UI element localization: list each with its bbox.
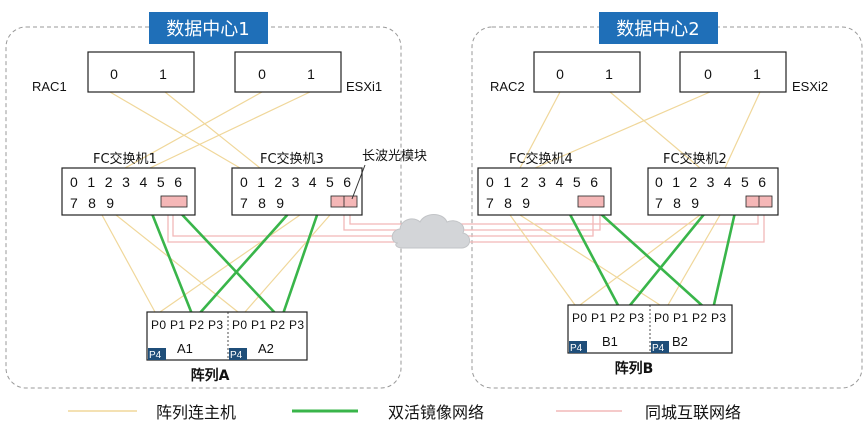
- switch-label: FC交换机2: [663, 151, 727, 167]
- switch-port-row: 7 8 9: [486, 195, 530, 211]
- controller-name: B2: [672, 334, 688, 349]
- datacenter-1-title-box: [149, 12, 268, 44]
- fc-switch-1: FC交换机1 0 1 2 3 4 5 6 7 8 9: [61, 151, 196, 216]
- array-a: P0 P1 P2 P3 P0 P1 P2 P3 A1 A2 P4 P4 阵列A: [146, 311, 308, 384]
- controller-name: A2: [258, 341, 274, 356]
- switch-label: FC交换机1: [93, 151, 157, 167]
- host-port-label: 1: [753, 66, 761, 82]
- long-wave-module-label: 长波光模块: [362, 149, 427, 164]
- long-wave-module: [577, 195, 605, 208]
- switch-port-row: 7 8 9: [70, 195, 114, 211]
- p4-port-badge: [569, 341, 587, 353]
- switch-label: FC交换机4: [509, 151, 573, 167]
- p4-port-label: P4: [652, 343, 665, 354]
- controller-name: A1: [177, 341, 193, 356]
- host-port-label: 1: [159, 66, 167, 82]
- host-label: ESXi1: [346, 79, 382, 94]
- host-port-label: 1: [307, 66, 315, 82]
- legend-label: 同城互联网络: [645, 403, 741, 422]
- p4-port-label: P4: [230, 350, 243, 361]
- host-port-label: 0: [110, 66, 118, 82]
- host-rac1: 0 1 RAC1: [32, 51, 195, 94]
- host-label: RAC2: [490, 79, 525, 94]
- controller-name: B1: [602, 334, 618, 349]
- p4-port-label: P4: [149, 350, 162, 361]
- controller-ports: P0 P1 P2 P3: [654, 311, 726, 325]
- switch-label: FC交换机3: [260, 151, 324, 167]
- datacenter-2-title-box: [599, 12, 718, 44]
- p4-port-badge: [148, 348, 166, 360]
- datacenter-1-title: 数据中心1: [166, 19, 249, 40]
- datacenter-2-title: 数据中心2: [616, 19, 699, 40]
- cloud-icon: [391, 214, 471, 249]
- legend-label: 阵列连主机: [156, 403, 236, 422]
- p4-port-badge: [229, 348, 247, 360]
- callout-leader: [351, 164, 366, 200]
- controller-ports: P0 P1 P2 P3: [572, 311, 644, 325]
- p4-port-label: P4: [570, 343, 583, 354]
- switch-port-row: 7 8 9: [240, 195, 284, 211]
- long-wave-module: [160, 195, 188, 208]
- legend: 阵列连主机 双活镜像网络 同城互联网络: [68, 403, 741, 422]
- p4-port-badge: [651, 341, 669, 353]
- legend-label: 双活镜像网络: [388, 403, 484, 422]
- host-port-label: 1: [605, 66, 613, 82]
- host-label: ESXi2: [792, 79, 828, 94]
- host-esxi1: 0 1 ESXi1: [234, 51, 382, 94]
- host-port-label: 0: [556, 66, 564, 82]
- fc-switch-4: FC交换机4 0 1 2 3 4 5 6 7 8 9: [477, 151, 612, 216]
- host-port-label: 0: [704, 66, 712, 82]
- fc-switch-3: FC交换机3 0 1 2 3 4 5 6 7 8 9: [231, 151, 363, 216]
- switch-port-row: 7 8 9: [655, 195, 699, 211]
- controller-ports: P0 P1 P2 P3: [151, 318, 223, 332]
- host-rac2: 0 1 RAC2: [490, 51, 641, 94]
- fc-switch-2: FC交换机2 0 1 2 3 4 5 6 7 8 9: [647, 151, 779, 216]
- host-port-label: 0: [258, 66, 266, 82]
- array-label: 阵列B: [615, 360, 654, 377]
- array-label: 阵列A: [191, 367, 230, 384]
- host-label: RAC1: [32, 79, 67, 94]
- array-host-lines: [101, 91, 761, 313]
- controller-ports: P0 P1 P2 P3: [232, 318, 304, 332]
- host-esxi2: 0 1 ESXi2: [679, 51, 828, 94]
- array-b: P0 P1 P2 P3 P0 P1 P2 P3 B1 B2 P4 P4 阵列B: [567, 304, 733, 377]
